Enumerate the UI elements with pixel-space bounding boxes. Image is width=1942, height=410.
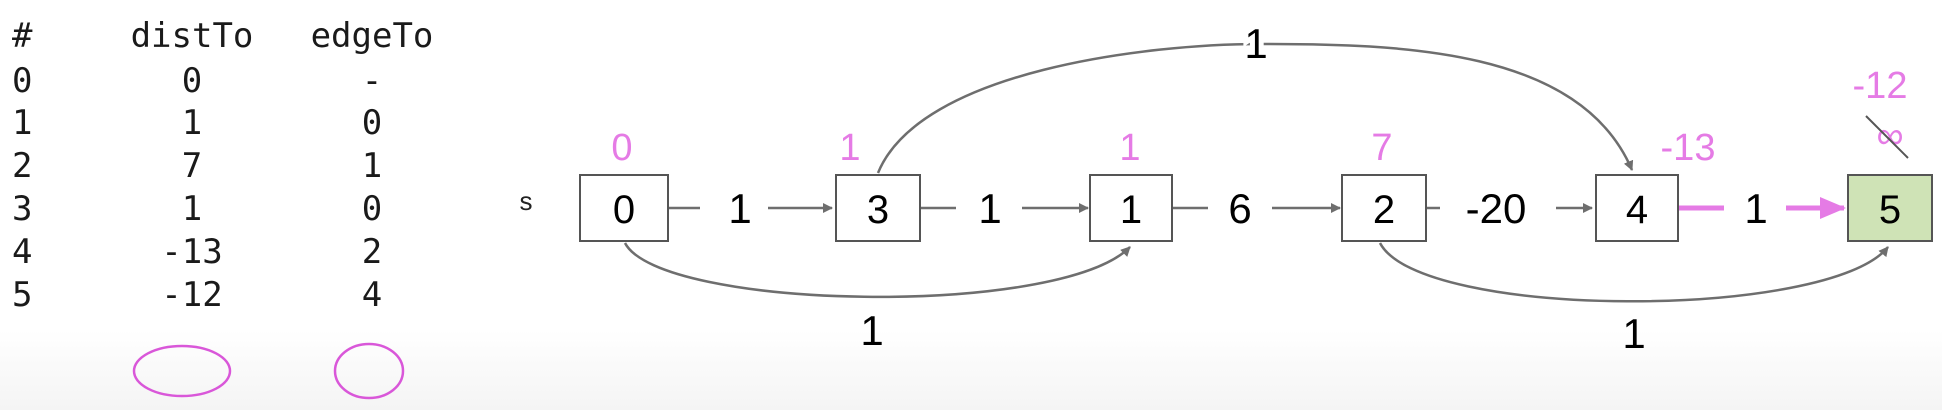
node-4-dist: -13 [1661, 127, 1716, 169]
row-distto: 1 [181, 103, 203, 143]
row-edgeto: 4 [361, 275, 383, 315]
weight-3-1: 1 [978, 185, 1001, 232]
node-4-label: 4 [1626, 188, 1648, 232]
row-vertex: 3 [12, 189, 33, 229]
distto-highlight-circle [132, 344, 232, 398]
row-edgeto: 0 [361, 103, 383, 143]
row-vertex: 5 [12, 275, 33, 315]
row-distto: 0 [181, 61, 203, 101]
row-edgeto: 0 [361, 189, 383, 229]
header-index: # [12, 16, 33, 56]
weight-1-2: 6 [1228, 185, 1251, 232]
node-1-label: 1 [1120, 188, 1142, 232]
node-3: 3 1 [835, 127, 921, 242]
node-0: 0 0 [579, 127, 669, 242]
row-vertex: 4 [12, 232, 33, 272]
node-1-dist: 1 [1119, 127, 1140, 169]
dist-edge-table: # distTo edgeTo 0 0 - 1 1 0 2 7 1 3 1 0 … [12, 0, 452, 410]
node-1: 1 1 [1089, 127, 1173, 242]
edge-3-4-curve [876, 42, 1634, 174]
node-3-dist: 1 [839, 127, 860, 169]
row-distto: -12 [161, 275, 223, 315]
row-distto: -13 [161, 232, 223, 272]
row-edgeto: - [361, 61, 383, 101]
row-vertex: 1 [12, 103, 33, 143]
edge-2-5-curve [1378, 242, 1889, 303]
weight-3-4: 1 [1244, 20, 1267, 67]
node-5: 5 -12 ∞ [1847, 65, 1933, 242]
node-2-label: 2 [1373, 188, 1395, 232]
row-distto: 7 [181, 146, 203, 186]
node-3-label: 3 [867, 188, 889, 232]
weight-2-5: 1 [1622, 310, 1645, 357]
node-5-label: 5 [1879, 188, 1901, 232]
header-edgeto: edgeTo [310, 16, 434, 56]
weight-2-4: -20 [1466, 185, 1527, 232]
strike-through-line [1865, 115, 1909, 159]
node-0-dist: 0 [611, 127, 632, 169]
row-vertex: 0 [12, 61, 33, 101]
weight-0-3: 1 [728, 185, 751, 232]
source-label: s [520, 186, 533, 216]
node-2-dist: 7 [1371, 127, 1392, 169]
row-distto: 1 [181, 189, 203, 229]
weight-4-5: 1 [1744, 185, 1767, 232]
row-edgeto: 2 [361, 232, 383, 272]
nodes: 0 0 3 1 1 1 2 7 4 -13 [579, 65, 1933, 242]
node-4: 4 -13 [1595, 127, 1716, 242]
weight-0-1: 1 [860, 307, 883, 354]
row-edgeto: 1 [361, 146, 383, 186]
node-2: 2 7 [1341, 127, 1427, 242]
node-5-dist: -12 [1853, 65, 1908, 107]
edgeto-highlight-circle [333, 342, 405, 400]
edge-weights: 1 1 6 -20 1 1 1 1 [728, 15, 1767, 357]
curved-edges [623, 42, 1889, 303]
edge-0-1-curve [623, 242, 1131, 299]
row-vertex: 2 [12, 146, 33, 186]
node-0-label: 0 [613, 188, 635, 232]
header-distto: distTo [130, 16, 254, 56]
